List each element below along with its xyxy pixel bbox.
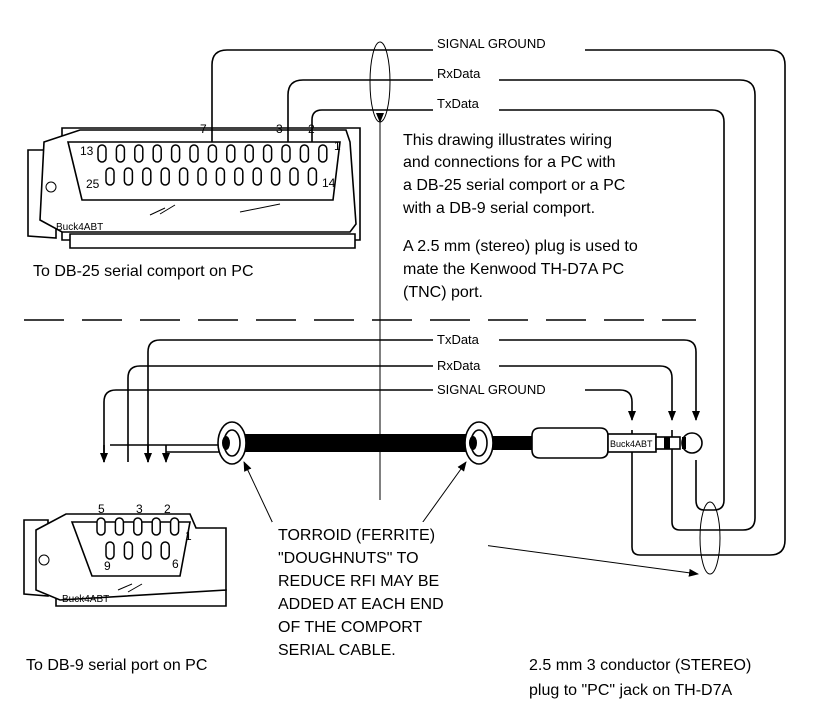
db25-pin-3-label: 3: [276, 122, 283, 136]
connector-pin-socket: [215, 167, 226, 186]
connector-pin-socket: [270, 167, 281, 186]
connector-pin-socket: [105, 541, 115, 560]
toroid-note-line-6: SERIAL CABLE.: [278, 642, 396, 659]
db9-pin-2-label: 2: [164, 502, 171, 516]
connector-pin-socket: [96, 517, 106, 536]
connector-pin-socket: [142, 167, 152, 186]
connector-pin-socket: [123, 167, 134, 186]
bottom-signal-ground-wire: [103, 389, 636, 462]
db9-connector: [23, 513, 227, 607]
connector-pin-socket: [142, 541, 152, 560]
db25-pin-7-label: 7: [200, 122, 207, 136]
connector-pin-socket: [123, 541, 134, 560]
plug-brand-label: Buck4ABT: [610, 439, 653, 449]
bottom-wire-bundle: [100, 339, 700, 463]
top-txdata-label: TxData: [437, 96, 480, 111]
connector-pin-socket: [133, 517, 143, 536]
bottom-rxdata-label: RxData: [437, 358, 481, 373]
db25-pin-1-label: 1: [334, 139, 341, 153]
top-signal-ground-wire: [211, 49, 786, 556]
connector-pin-socket: [307, 167, 318, 186]
db9-pin-1-label: 1: [185, 529, 192, 543]
db25-brand-label: Buck4ABT: [56, 222, 103, 233]
description-line-1: This drawing illustrates wiring: [403, 132, 612, 149]
bottom-rxdata-wire: [127, 365, 676, 462]
toroid-note-line-2: "DOUGHNUTS" TO: [278, 550, 419, 567]
connector-pin-socket: [169, 517, 180, 536]
connector-pin-socket: [299, 144, 310, 163]
connector-pin-socket: [244, 144, 254, 163]
connector-pin-socket: [178, 167, 189, 186]
toroid-note-line-3: REDUCE RFI MAY BE: [278, 573, 439, 590]
db9-pin-rows: [96, 517, 180, 560]
plug-caption-line-2: plug to "PC" jack on TH-D7A: [529, 682, 732, 699]
plug-note-line-1: A 2.5 mm (stereo) plug is used to: [403, 238, 638, 255]
db9-pin-5-label: 5: [98, 502, 105, 516]
bottom-txdata-label: TxData: [437, 332, 480, 347]
connector-pin-socket: [262, 144, 273, 163]
connector-pin-socket: [114, 517, 125, 536]
connector-pin-socket: [289, 167, 299, 186]
description-line-4: with a DB-9 serial comport.: [402, 200, 595, 217]
connector-pin-socket: [252, 167, 262, 186]
db25-pin-13-label: 13: [80, 144, 94, 158]
plug-note-line-2: mate the Kenwood TH-D7A PC: [403, 261, 624, 278]
top-wire-bundle: [211, 41, 786, 556]
toroid-leader-lines: [243, 461, 699, 577]
connector-pin-socket: [226, 144, 236, 163]
toroid-note-line-4: ADDED AT EACH END: [278, 596, 444, 613]
top-rxdata-label: RxData: [437, 66, 481, 81]
top-signal-ground-label: SIGNAL GROUND: [437, 36, 546, 51]
db25-pin-rows: [97, 144, 328, 186]
db25-caption: To DB-25 serial comport on PC: [33, 263, 254, 280]
connector-pin-socket: [197, 167, 207, 186]
top-rxdata-wire: [287, 79, 756, 531]
connector-pin-socket: [115, 144, 126, 163]
connector-pin-socket: [207, 144, 218, 163]
plug-note-line-3: (TNC) port.: [403, 284, 483, 301]
plug-wire-bundle-marker: [699, 501, 721, 575]
plug-caption-line-1: 2.5 mm 3 conductor (STEREO): [529, 657, 751, 674]
connector-pin-socket: [170, 144, 181, 163]
db9-brand-label: Buck4ABT: [62, 594, 109, 605]
db9-caption: To DB-9 serial port on PC: [26, 657, 207, 674]
connector-pin-socket: [189, 144, 199, 163]
bottom-txdata-wire: [147, 339, 700, 462]
stereo-plug: Buck4ABT: [607, 432, 703, 454]
description-text: This drawing illustrates wiring and conn…: [402, 132, 638, 301]
connector-pin-socket: [160, 541, 170, 560]
db25-pin-25-label: 25: [86, 177, 100, 191]
connector-pin-socket: [152, 144, 162, 163]
connector-pin-socket: [160, 167, 170, 186]
db9-pin-6-label: 6: [172, 557, 179, 571]
connector-pin-socket: [97, 144, 107, 163]
connector-pin-socket: [105, 167, 115, 186]
description-line-3: a DB-25 serial comport or a PC: [403, 177, 625, 194]
db9-pin-3-label: 3: [136, 502, 143, 516]
db9-pin-9-label: 9: [104, 559, 111, 573]
serial-cable: [217, 421, 609, 465]
toroid-note-line-1: TORROID (FERRITE): [278, 527, 435, 544]
connector-pin-socket: [234, 167, 244, 186]
connector-pin-socket: [281, 144, 291, 163]
bottom-signal-ground-label: SIGNAL GROUND: [437, 382, 546, 397]
top-txdata-wire: [311, 109, 725, 511]
connector-pin-socket: [134, 144, 144, 163]
connector-pin-socket: [151, 517, 161, 536]
toroid-note: TORROID (FERRITE) "DOUGHNUTS" TO REDUCE …: [278, 527, 444, 659]
description-line-2: and connections for a PC with: [403, 154, 616, 171]
connector-pin-socket: [318, 144, 328, 163]
db25-pin-14-label: 14: [322, 176, 336, 190]
toroid-note-line-5: OF THE COMPORT: [278, 619, 423, 636]
